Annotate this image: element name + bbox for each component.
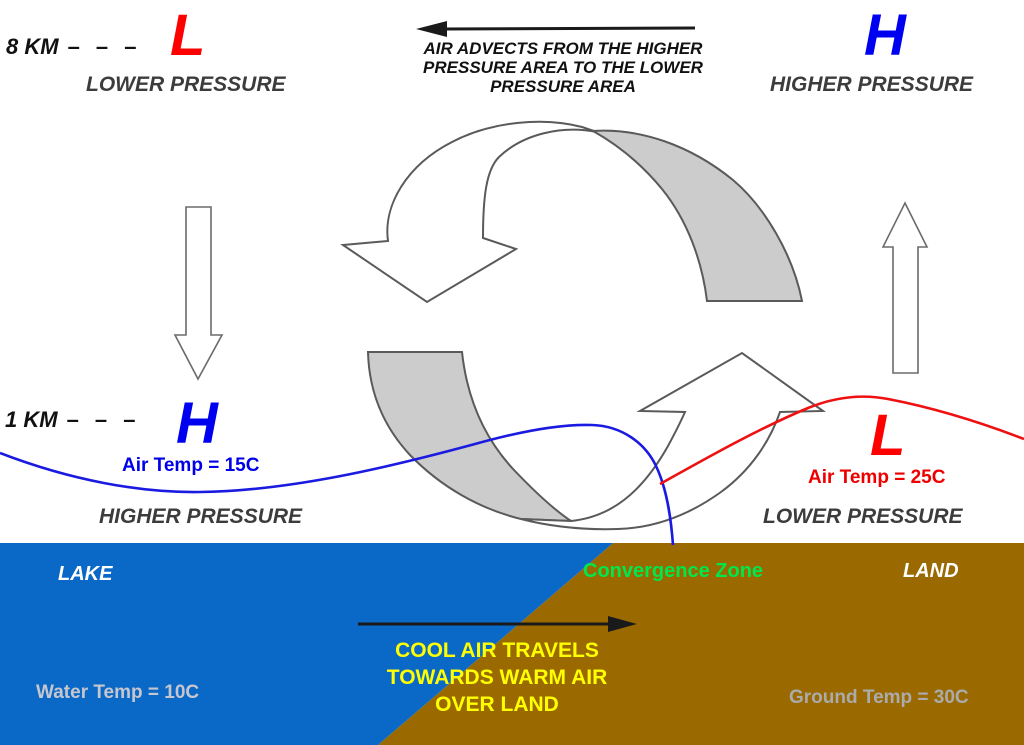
altitude-8km-dashes: – – –: [67, 34, 142, 59]
advection-annotation: AIR ADVECTS FROM THE HIGHER PRESSURE ARE…: [413, 39, 713, 96]
rising-air-arrow: [881, 201, 929, 374]
surface-flow-annotation: COOL AIR TRAVELS TOWARDS WARM AIR OVER L…: [379, 637, 615, 718]
advection-arrowhead: [416, 21, 447, 37]
land-air-temp-label: Air Temp = 25C: [808, 467, 946, 488]
cool-air-temperature-curve: [0, 423, 675, 546]
descending-air-arrow: [173, 206, 224, 381]
surface-flow-line3: OVER LAND: [435, 693, 559, 716]
ground-temp-label: Ground Temp = 30C: [789, 687, 969, 708]
advection-annotation-line3: PRESSURE AREA: [490, 77, 636, 96]
circulation-arc-lower-left: [366, 351, 575, 523]
advection-annotation-line2: PRESSURE AREA TO THE LOWER: [423, 58, 703, 77]
lake-surface: [0, 543, 613, 745]
altitude-8km-label: 8 KM: [6, 34, 59, 59]
surface-high-pressure-symbol: H: [176, 391, 218, 456]
altitude-marker-1km: 1 KM – – –: [5, 409, 141, 431]
altitude-1km-dashes: – – –: [66, 407, 141, 432]
upper-low-pressure-symbol: L: [170, 3, 206, 68]
surface-flow-line1: COOL AIR TRAVELS: [395, 639, 599, 662]
lake-air-temp-label: Air Temp = 15C: [122, 455, 260, 476]
surface-low-pressure-label: LOWER PRESSURE: [763, 505, 963, 528]
circulation-arc-upper-right: [589, 129, 804, 302]
land-label: LAND: [903, 560, 959, 582]
land-surface: [378, 543, 1024, 745]
upper-high-pressure-symbol: H: [864, 3, 906, 68]
altitude-1km-label: 1 KM: [5, 407, 58, 432]
convergence-zone-label: Convergence Zone: [583, 560, 764, 582]
advection-arrow-line: [442, 26, 696, 31]
altitude-marker-8km: 8 KM – – –: [6, 36, 142, 58]
circulation-rising-arrow: [520, 351, 827, 531]
advection-annotation-line1: AIR ADVECTS FROM THE HIGHER: [423, 39, 703, 58]
surface-flow-arrowhead: [608, 616, 637, 632]
upper-low-pressure-label: LOWER PRESSURE: [86, 73, 286, 96]
upper-high-pressure-label: HIGHER PRESSURE: [770, 73, 974, 96]
circulation-arc-upper-left-arrow: [340, 120, 598, 304]
surface-high-pressure-label: HIGHER PRESSURE: [99, 505, 303, 528]
lake-label: LAKE: [58, 563, 113, 585]
surface-flow-line2: TOWARDS WARM AIR: [386, 666, 608, 689]
surface-low-pressure-symbol: L: [870, 403, 906, 468]
water-temp-label: Water Temp = 10C: [36, 682, 200, 703]
warm-air-temperature-curve: [659, 395, 1024, 486]
